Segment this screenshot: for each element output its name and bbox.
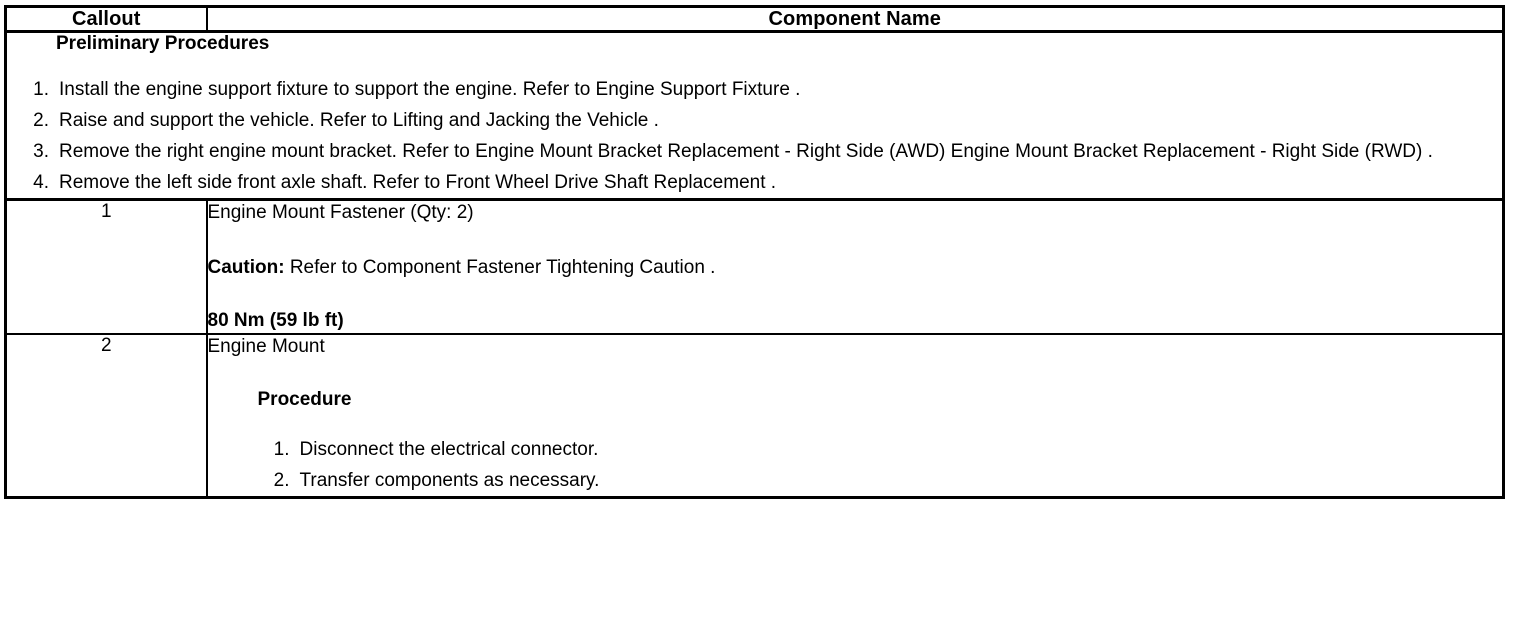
preliminary-step-2: Raise and support the vehicle. Refer to … bbox=[23, 105, 659, 136]
preliminary-procedures-title: Preliminary Procedures bbox=[56, 33, 270, 54]
column-header-component-name: Component Name bbox=[206, 6, 1504, 33]
preliminary-step-1: Install the engine support fixture to su… bbox=[23, 74, 801, 105]
caution-label-1: Caution: bbox=[207, 257, 285, 278]
preliminary-step-3: Remove the right engine mount bracket. R… bbox=[23, 136, 1433, 167]
procedure-step-2: Transfer components as necessary. bbox=[263, 465, 600, 496]
preliminary-step-4: Remove the left side front axle shaft. R… bbox=[23, 167, 777, 198]
spacer bbox=[208, 359, 1503, 388]
component-title-2: Engine Mount bbox=[207, 336, 325, 357]
procedure-steps-list-2: Disconnect the electrical connector. Tra… bbox=[208, 434, 1503, 496]
spacer bbox=[208, 280, 1503, 309]
spacer bbox=[208, 412, 1503, 434]
column-header-callout: Callout bbox=[5, 6, 208, 33]
procedure-step-1: Disconnect the electrical connector. bbox=[263, 434, 599, 465]
table-row: 2 Engine Mount Procedure Disconnect the … bbox=[5, 334, 1504, 499]
caution-line-1: Caution: Refer to Component Fastener Tig… bbox=[208, 256, 1503, 280]
torque-spec-1: 80 Nm (59 lb ft) bbox=[207, 310, 344, 331]
callout-number-1: 1 bbox=[5, 199, 208, 335]
callout-number-2: 2 bbox=[5, 334, 208, 499]
callout-detail-1: Engine Mount Fastener (Qty: 2) Caution: … bbox=[206, 199, 1504, 335]
table-row: 1 Engine Mount Fastener (Qty: 2) Caution… bbox=[5, 199, 1504, 335]
procedure-heading-2: Procedure bbox=[257, 389, 352, 410]
table-header-row: Callout Component Name bbox=[5, 6, 1504, 33]
component-title-1: Engine Mount Fastener (Qty: 2) bbox=[207, 202, 474, 223]
preliminary-procedures-row: Preliminary Procedures Install the engin… bbox=[5, 31, 1504, 201]
preliminary-steps-list: Install the engine support fixture to su… bbox=[7, 74, 1502, 198]
caution-text-1: Refer to Component Fastener Tightening C… bbox=[289, 257, 716, 278]
component-callout-table: Callout Component Name Preliminary Proce… bbox=[4, 5, 1505, 499]
callout-detail-2: Engine Mount Procedure Disconnect the el… bbox=[206, 334, 1504, 499]
preliminary-procedures-cell: Preliminary Procedures Install the engin… bbox=[5, 31, 1504, 201]
spacer bbox=[208, 225, 1503, 256]
